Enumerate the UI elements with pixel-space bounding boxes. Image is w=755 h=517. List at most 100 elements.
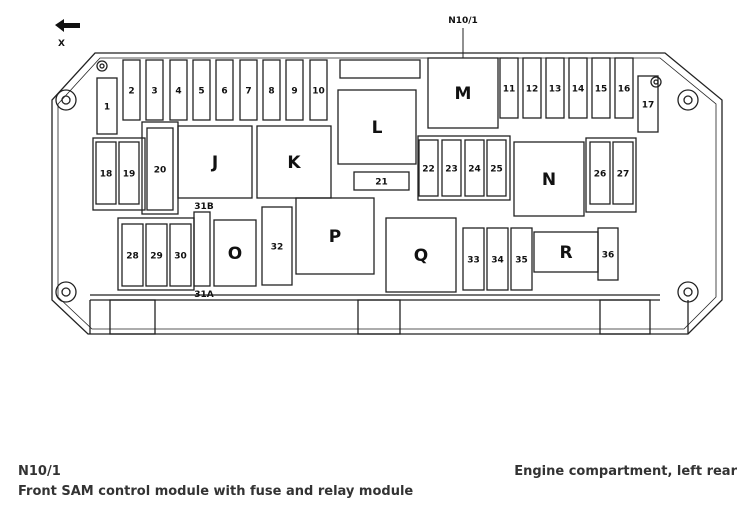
fuse-9: 9 <box>285 59 304 121</box>
relay-slot <box>385 217 457 293</box>
relay-n: N <box>513 141 585 217</box>
relay-slot <box>337 89 417 165</box>
fuse-13: 13 <box>545 57 565 119</box>
fuse-label: 18 <box>100 170 113 180</box>
caption-component-code: N10/1 <box>18 464 61 479</box>
relay-slot <box>213 219 257 287</box>
fuse-20: 20 <box>146 127 174 211</box>
fuse-label: 12 <box>526 85 539 95</box>
fuse-label: 35 <box>515 256 528 266</box>
pin-hole-top-right <box>650 76 662 88</box>
fuse-25: 25 <box>486 139 507 197</box>
fuse-31-slot <box>193 211 211 287</box>
relay-l: L <box>337 89 417 165</box>
mount-hole-bottom-right <box>677 281 699 303</box>
fuse-label: 30 <box>174 252 187 262</box>
top-connector <box>339 59 421 79</box>
fuse-slot <box>441 139 462 197</box>
fuse-slot <box>169 59 188 121</box>
fuse-23: 23 <box>441 139 462 197</box>
fuse-label: 7 <box>245 87 251 97</box>
fuse-slot <box>486 139 507 197</box>
fuse-32: 32 <box>261 206 293 286</box>
relay-label: M <box>455 84 472 104</box>
relay-slot <box>256 125 332 199</box>
fuse-19: 19 <box>118 141 140 205</box>
fuse-12: 12 <box>522 57 542 119</box>
relay-label: R <box>559 243 572 263</box>
fuse-1: 1 <box>96 77 118 135</box>
fuse-label: 20 <box>154 166 167 176</box>
fuse-34: 34 <box>486 227 509 291</box>
fuse-36: 36 <box>597 227 619 281</box>
fuse-30: 30 <box>169 223 192 287</box>
fuse-14: 14 <box>568 57 588 119</box>
fuse-28: 28 <box>121 223 144 287</box>
fuse-17: 17 <box>637 75 659 133</box>
fuse-10: 10 <box>309 59 328 121</box>
fuse-label: 31B <box>194 202 214 212</box>
fuse-label: 1 <box>104 103 110 113</box>
fuse-27: 27 <box>612 141 634 205</box>
fuse-slot <box>522 57 542 119</box>
relay-label: L <box>372 118 383 138</box>
fuse-15: 15 <box>591 57 611 119</box>
fuse-slot <box>262 59 281 121</box>
relay-slot <box>427 57 499 129</box>
fuse-slot <box>122 59 141 121</box>
fuse-label: 24 <box>468 165 481 175</box>
fuse-label: 31A <box>194 290 214 300</box>
fuse-slot <box>215 59 234 121</box>
fuse-slot <box>462 227 485 291</box>
fuse-label: 17 <box>642 101 655 111</box>
axis-label: X <box>58 39 65 49</box>
mount-hole-bottom-left <box>55 281 77 303</box>
fuse-label: 10 <box>312 87 325 97</box>
fuse-label: 34 <box>491 256 504 266</box>
fuse-slot <box>418 139 439 197</box>
fuse-3: 3 <box>145 59 164 121</box>
relay-slot <box>533 231 599 273</box>
fuse-label: 33 <box>467 256 480 266</box>
relay-m: M <box>427 57 499 129</box>
fuse-29: 29 <box>145 223 168 287</box>
fuse-4: 4 <box>169 59 188 121</box>
fuse-slot <box>568 57 588 119</box>
component-code-label: N10/1 <box>448 16 478 26</box>
fuse-slot <box>169 223 192 287</box>
fuse-slot <box>612 141 634 205</box>
fuse-label: 15 <box>595 85 608 95</box>
fuse-slot <box>353 171 410 191</box>
relay-p: P <box>295 197 375 275</box>
caption-description: Front SAM control module with fuse and r… <box>18 484 414 499</box>
fuse-2: 2 <box>122 59 141 121</box>
fuse-label: 13 <box>549 85 562 95</box>
housing-inner-outline <box>57 57 717 330</box>
fuse-slot <box>95 141 117 205</box>
fuse-22: 22 <box>418 139 439 197</box>
fuse-label: 21 <box>375 178 388 188</box>
fuse-slot <box>637 75 659 133</box>
relay-label: Q <box>414 246 428 266</box>
fuse-18: 18 <box>95 141 117 205</box>
relay-label: N <box>542 170 556 190</box>
fuse-slot <box>239 59 258 121</box>
fuse-label: 29 <box>150 252 163 262</box>
fuse-slot <box>591 57 611 119</box>
fuse-label: 25 <box>490 165 503 175</box>
relay-j: J <box>177 125 253 199</box>
fuse-slot <box>545 57 565 119</box>
fuse-label: 3 <box>151 87 157 97</box>
mount-hole-top-right <box>677 89 699 111</box>
fuse-slot <box>464 139 485 197</box>
relay-slot <box>513 141 585 217</box>
fuse-label: 23 <box>445 165 458 175</box>
fuse-26: 26 <box>589 141 611 205</box>
relay-label: O <box>228 244 242 264</box>
fuse-11: 11 <box>499 57 519 119</box>
fuse-slot <box>145 59 164 121</box>
fuse-label: 16 <box>618 85 631 95</box>
fuse-31b: 31B <box>194 202 214 212</box>
fuse-35: 35 <box>510 227 533 291</box>
fuse-slot <box>510 227 533 291</box>
